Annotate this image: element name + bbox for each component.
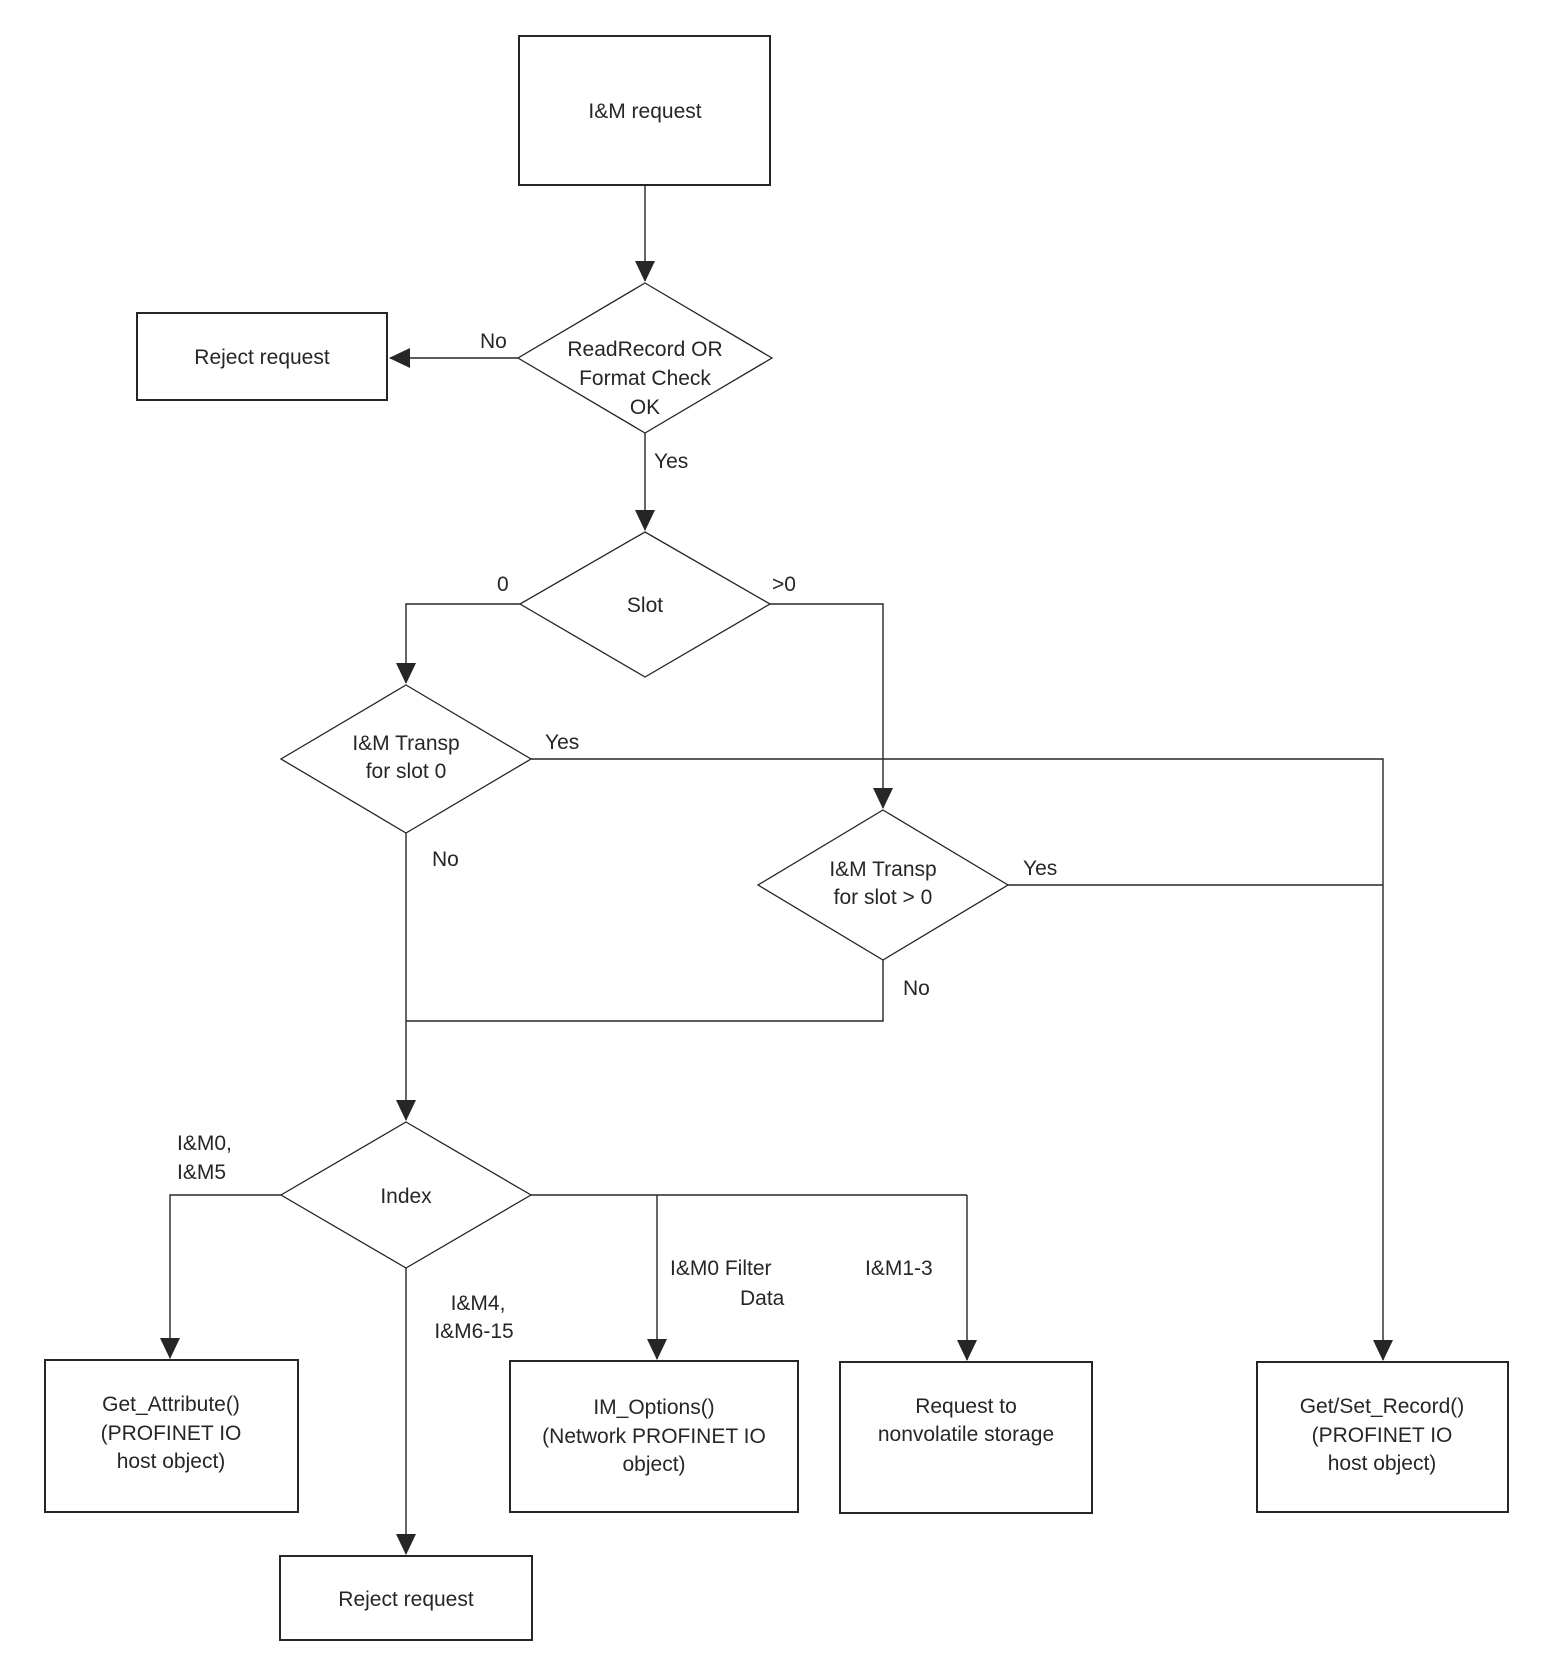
label-slot-gt0-yes: Yes [1023,857,1057,880]
get-set-record-line3: host object) [1328,1452,1437,1475]
nonvolatile-storage-line1: Request to [915,1395,1017,1418]
index-label: Index [380,1185,432,1208]
readrecord-check-line3: OK [630,396,660,419]
label-index-im0filter-line2: Data [740,1287,785,1310]
slot-label: Slot [627,594,663,617]
im-options-line2: (Network PROFINET IO [542,1425,766,1448]
reject-request-bottom-label: Reject request [338,1588,474,1611]
node-index: Index [279,1121,533,1269]
label-slot-zero: 0 [497,573,509,596]
readrecord-check-diamond [516,282,774,434]
node-slot: Slot [518,531,772,678]
get-set-record-box [1256,1361,1509,1513]
label-slot-gt-zero: >0 [772,573,796,596]
im-transp-slot0-line2: for slot 0 [366,760,447,783]
label-index-im0-line1: I&M0, [177,1132,232,1155]
edge-slot-gt-zero-to-im-transp-slot-gt0 [770,603,893,809]
label-index-im0filter-line1: I&M0 Filter [670,1257,772,1280]
im-options-line1: IM_Options() [593,1396,714,1419]
edge-slot-zero-to-im-transp-slot0 [396,603,520,684]
label-slot0-yes: Yes [545,731,579,754]
label-readrecord-no: No [480,330,507,353]
get-set-record-line1: Get/Set_Record() [1300,1395,1465,1418]
im-request-box [518,35,771,186]
label-slot0-no: No [432,848,459,871]
im-options-line3: object) [622,1453,685,1476]
reject-request-top-label: Reject request [194,346,330,369]
nonvolatile-storage-box [839,1361,1093,1514]
reject-request-bottom-box [279,1555,533,1641]
index-diamond [279,1121,533,1269]
get-attribute-box [44,1359,299,1513]
im-transp-slot-gt0-line1: I&M Transp [829,858,936,881]
get-set-record-line2: (PROFINET IO [1312,1424,1453,1447]
node-reject-request-bottom: Reject request [279,1555,533,1641]
im-transp-slot0-line1: I&M Transp [352,732,459,755]
label-readrecord-yes: Yes [654,450,688,473]
im-transp-slot-gt0-diamond [756,809,1010,961]
get-attribute-line1: Get_Attribute() [102,1393,240,1416]
get-attribute-line3: host object) [117,1450,226,1473]
label-index-im1-3: I&M1-3 [865,1257,933,1280]
node-im-transp-slot0: I&M Transp for slot 0 [279,684,533,834]
nonvolatile-storage-line2: nonvolatile storage [878,1423,1054,1446]
node-nonvolatile-storage: Request to nonvolatile storage [839,1361,1093,1514]
node-get-attribute: Get_Attribute() (PROFINET IO host object… [44,1359,299,1513]
label-index-im4-line1: I&M4, [451,1292,506,1315]
reject-request-top-box [136,312,388,401]
im-request-label: I&M request [588,100,701,123]
edge-labels: No Yes 0 >0 Yes No Yes No I&M0, I&M5 I&M… [177,330,1057,1343]
edge-slot-gt0-no-join [406,960,884,1022]
label-index-im0-line2: I&M5 [177,1161,226,1184]
im-transp-slot0-diamond [279,684,533,834]
readrecord-check-line2: Format Check [579,367,711,390]
node-im-transp-slot-gt0: I&M Transp for slot > 0 [756,809,1010,961]
slot-diamond [518,531,772,678]
im-options-box [509,1360,799,1513]
im-transp-slot-gt0-line2: for slot > 0 [834,886,933,909]
node-im-options: IM_Options() (Network PROFINET IO object… [509,1360,799,1513]
label-index-im4-line2: I&M6-15 [434,1320,513,1343]
edge-slot0-yes-to-get-set-record [531,758,1393,1361]
get-attribute-line2: (PROFINET IO [101,1422,242,1445]
node-get-set-record: Get/Set_Record() (PROFINET IO host objec… [1256,1361,1509,1513]
readrecord-check-line1: ReadRecord OR [567,338,722,361]
node-reject-request-top: Reject request [136,312,388,401]
label-slot-gt0-no: No [903,977,930,1000]
node-readrecord-check: ReadRecord OR Format Check OK [516,282,774,434]
node-im-request: I&M request [518,35,771,186]
edges [160,185,1393,1555]
edge-index-im0-to-get-attribute [160,1194,281,1359]
